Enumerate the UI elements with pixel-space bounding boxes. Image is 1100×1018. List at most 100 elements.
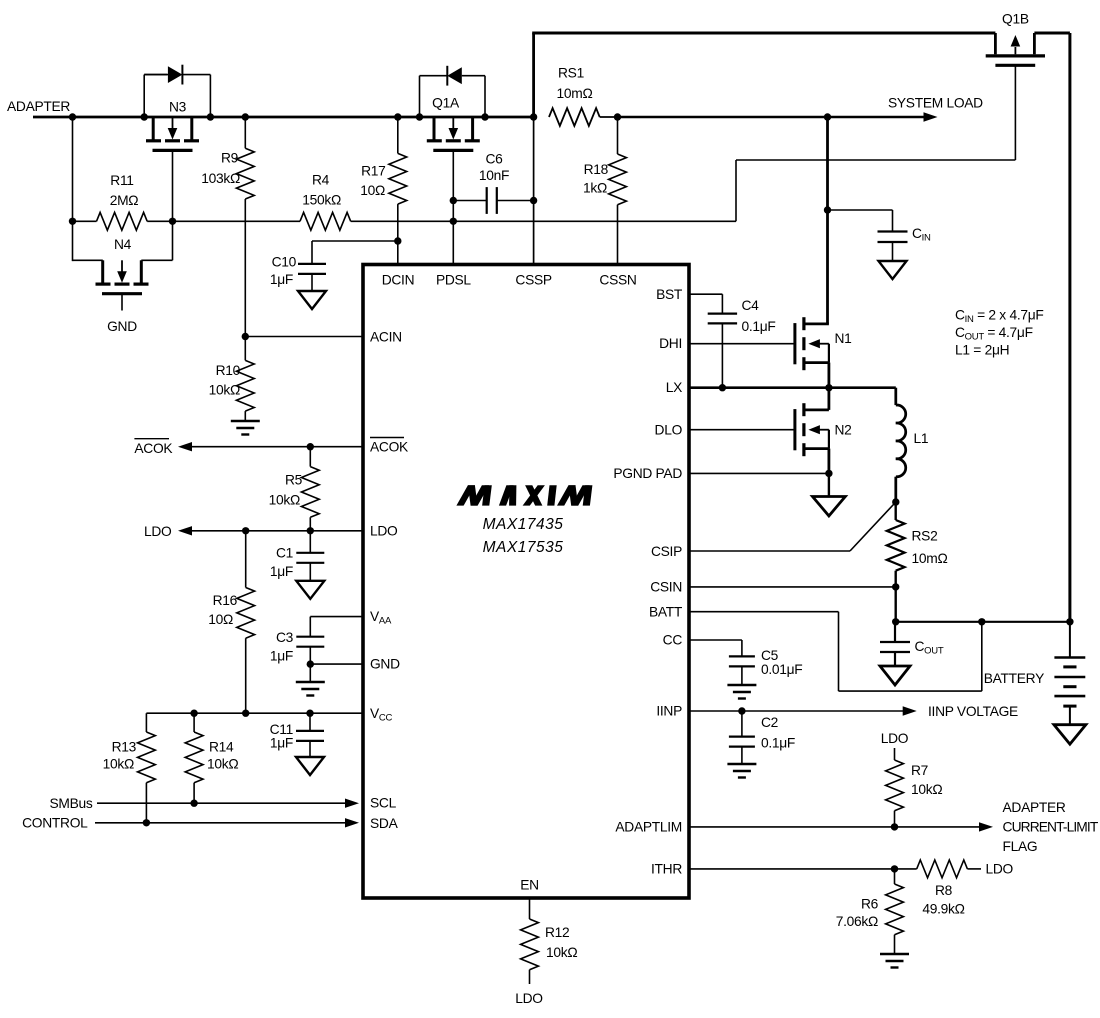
svg-text:CIN = 2 x 4.7μF: CIN = 2 x 4.7μF: [955, 308, 1044, 326]
svg-text:10mΩ: 10mΩ: [912, 551, 948, 566]
svg-text:LDO: LDO: [144, 524, 172, 539]
svg-text:COUT = 4.7μF: COUT = 4.7μF: [955, 325, 1033, 343]
svg-text:Q1A: Q1A: [432, 96, 460, 111]
svg-text:ITHR: ITHR: [651, 862, 682, 877]
svg-text:1μF: 1μF: [270, 272, 293, 287]
svg-text:C5: C5: [761, 648, 779, 663]
svg-text:1μF: 1μF: [270, 736, 293, 751]
svg-text:DCIN: DCIN: [382, 273, 415, 288]
svg-text:COUT: COUT: [915, 639, 944, 657]
svg-text:1μF: 1μF: [270, 649, 293, 664]
svg-text:CC: CC: [663, 633, 683, 648]
svg-text:10Ω: 10Ω: [360, 183, 385, 198]
svg-text:EN: EN: [520, 878, 539, 893]
svg-text:LX: LX: [666, 380, 682, 395]
svg-text:ACOK: ACOK: [134, 441, 173, 456]
svg-text:R4: R4: [312, 173, 330, 188]
svg-text:SDA: SDA: [370, 816, 399, 831]
svg-text:BST: BST: [656, 287, 683, 302]
svg-text:BATTERY: BATTERY: [984, 671, 1044, 686]
svg-text:DLO: DLO: [655, 423, 683, 438]
svg-text:BATT: BATT: [649, 605, 683, 620]
svg-text:R14: R14: [209, 740, 234, 755]
svg-text:LDO: LDO: [986, 862, 1014, 877]
svg-text:L1: L1: [914, 431, 929, 446]
svg-text:GND: GND: [107, 319, 137, 334]
svg-text:MAX17435: MAX17435: [483, 516, 564, 533]
svg-text:R18: R18: [584, 162, 609, 177]
svg-text:C4: C4: [742, 298, 760, 313]
svg-text:ADAPTER: ADAPTER: [1003, 800, 1066, 815]
svg-text:R5: R5: [285, 473, 303, 488]
svg-text:CSSP: CSSP: [515, 273, 551, 288]
svg-text:IINP VOLTAGE: IINP VOLTAGE: [928, 704, 1018, 719]
svg-text:FLAG: FLAG: [1003, 839, 1038, 854]
svg-text:CSIP: CSIP: [651, 544, 682, 559]
svg-text:SYSTEM LOAD: SYSTEM LOAD: [888, 96, 983, 111]
svg-text:C1: C1: [276, 546, 293, 561]
svg-text:7.06kΩ: 7.06kΩ: [836, 914, 878, 929]
svg-text:GND: GND: [370, 657, 400, 672]
svg-text:R8: R8: [935, 883, 953, 898]
svg-text:LDO: LDO: [881, 731, 909, 746]
svg-text:RS2: RS2: [912, 529, 938, 544]
svg-text:CSSN: CSSN: [599, 273, 636, 288]
svg-text:ACOK: ACOK: [370, 440, 409, 455]
svg-text:0.1μF: 0.1μF: [761, 736, 795, 751]
svg-text:R16: R16: [213, 593, 238, 608]
svg-text:R7: R7: [911, 763, 928, 778]
svg-text:LDO: LDO: [370, 524, 398, 539]
svg-text:CIN: CIN: [912, 226, 931, 244]
svg-text:ACIN: ACIN: [370, 330, 402, 345]
svg-text:VCC: VCC: [370, 706, 392, 724]
svg-text:VAA: VAA: [370, 609, 392, 627]
svg-text:C3: C3: [276, 630, 294, 645]
svg-text:1kΩ: 1kΩ: [583, 181, 607, 196]
svg-text:RS1: RS1: [558, 66, 584, 81]
svg-text:IINP: IINP: [656, 704, 682, 719]
svg-text:10kΩ: 10kΩ: [911, 782, 942, 797]
svg-text:N4: N4: [114, 237, 132, 252]
svg-text:1μF: 1μF: [270, 564, 293, 579]
svg-text:R13: R13: [112, 740, 137, 755]
svg-text:C11: C11: [270, 722, 293, 737]
svg-text:L1 = 2μH: L1 = 2μH: [955, 343, 1009, 358]
svg-text:ADAPTER: ADAPTER: [7, 99, 70, 114]
svg-text:PDSL: PDSL: [436, 273, 471, 288]
svg-text:R10: R10: [216, 363, 241, 378]
svg-text:R17: R17: [361, 164, 385, 179]
svg-text:N2: N2: [835, 423, 852, 438]
svg-text:PGND PAD: PGND PAD: [613, 466, 682, 481]
svg-text:ADAPTLIM: ADAPTLIM: [615, 820, 682, 835]
svg-text:MAX17535: MAX17535: [483, 539, 564, 556]
svg-text:10kΩ: 10kΩ: [546, 945, 577, 960]
svg-text:R12: R12: [545, 925, 569, 940]
svg-text:10kΩ: 10kΩ: [207, 757, 238, 772]
svg-text:DHI: DHI: [659, 336, 682, 351]
svg-text:103kΩ: 103kΩ: [201, 171, 240, 186]
svg-text:LDO: LDO: [515, 991, 543, 1006]
svg-text:N3: N3: [169, 100, 187, 115]
svg-text:R6: R6: [861, 897, 879, 912]
svg-text:C2: C2: [761, 715, 778, 730]
svg-text:SCL: SCL: [370, 796, 397, 811]
svg-text:N1: N1: [835, 331, 852, 346]
svg-text:CONTROL: CONTROL: [22, 816, 88, 831]
svg-text:10mΩ: 10mΩ: [557, 86, 593, 101]
svg-text:CURRENT-LIMIT: CURRENT-LIMIT: [1003, 820, 1099, 835]
svg-text:2MΩ: 2MΩ: [110, 193, 139, 208]
svg-text:10kΩ: 10kΩ: [269, 493, 300, 508]
svg-text:C10: C10: [272, 255, 297, 270]
svg-text:R11: R11: [110, 173, 133, 188]
svg-text:0.01μF: 0.01μF: [761, 662, 802, 677]
svg-text:CSIN: CSIN: [650, 580, 682, 595]
svg-text:SMBus: SMBus: [50, 796, 93, 811]
svg-text:C6: C6: [485, 152, 503, 167]
svg-text:Q1B: Q1B: [1002, 12, 1029, 27]
svg-text:10nF: 10nF: [479, 168, 509, 183]
svg-text:10kΩ: 10kΩ: [209, 383, 240, 398]
svg-text:R9: R9: [221, 151, 239, 166]
svg-text:0.1μF: 0.1μF: [742, 319, 776, 334]
svg-text:10kΩ: 10kΩ: [103, 757, 134, 772]
svg-text:10Ω: 10Ω: [208, 612, 233, 627]
